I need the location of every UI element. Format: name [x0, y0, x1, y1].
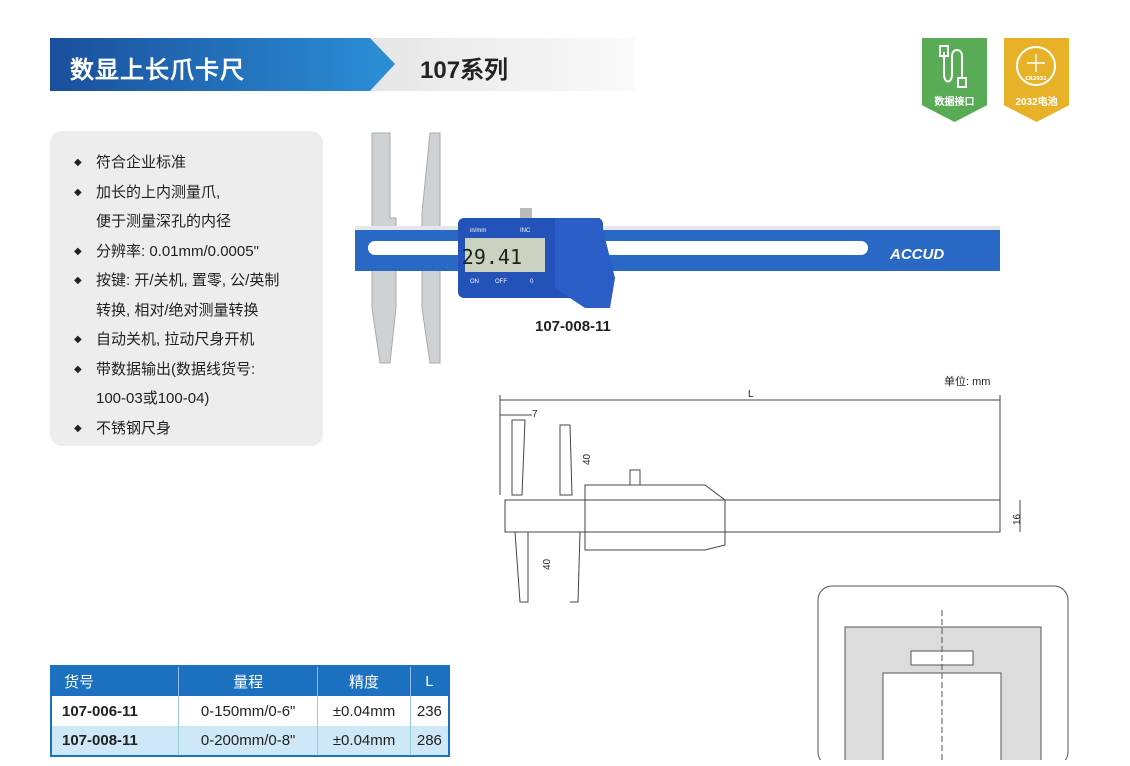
cell: 236 [410, 696, 450, 726]
svg-text:7: 7 [532, 409, 538, 420]
cell: 107-006-11 [51, 696, 179, 726]
svg-text:ACCUD: ACCUD [889, 246, 944, 263]
svg-text:ON: ON [470, 279, 479, 285]
col-header: L [410, 666, 450, 696]
cell: ±0.04mm [317, 726, 411, 756]
battery-badge: CR2032 2032电池 [1004, 38, 1069, 122]
col-header: 精度 [317, 666, 411, 696]
feature-item: 100-03或100-04) [96, 390, 210, 407]
svg-text:in/mm: in/mm [470, 228, 486, 234]
feature-list: 符合企业标准 加长的上内测量爪, 便于测量深孔的内径 分辨率: 0.01mm/0… [50, 131, 323, 446]
feature-item: 不锈钢尺身 [74, 414, 323, 444]
caliper-photo: 29.41 in/mm INC ON OFF 0 ACCUD mm [355, 132, 1000, 364]
feature-item: 带数据输出(数据线货号: [74, 355, 323, 385]
cable-icon [939, 45, 967, 88]
feature-item: 分辨率: 0.01mm/0.0005" [74, 237, 323, 267]
cell: ±0.04mm [317, 696, 411, 726]
svg-text:INC: INC [520, 228, 531, 234]
dimension-drawing: L 7 40 40 16 [499, 389, 1023, 603]
cell: 0-150mm/0-6" [178, 696, 319, 726]
page-title: 数显上长爪卡尺 [70, 57, 245, 84]
svg-text:16: 16 [1012, 513, 1023, 525]
badge-label: 数据接口 [934, 97, 975, 108]
cell: 286 [410, 726, 450, 756]
feature-item: 加长的上内测量爪, [74, 178, 323, 208]
svg-text:OFF: OFF [495, 279, 507, 285]
svg-text:L: L [748, 389, 754, 400]
feature-item: 按键: 开/关机, 置零, 公/英制 [74, 266, 323, 296]
inner-measure-diagram [817, 585, 1069, 760]
svg-text:40: 40 [542, 558, 553, 570]
cell: 107-008-11 [51, 726, 179, 756]
badge-label: 2032电池 [1015, 97, 1058, 108]
feature-item: 转换, 相对/绝对测量转换 [96, 301, 259, 319]
col-header: 量程 [178, 666, 319, 696]
svg-text:mm: mm [850, 244, 858, 250]
cell: 0-200mm/0-8" [178, 726, 319, 756]
series-title: 107系列 [420, 57, 509, 84]
feature-item: 便于测量深孔的内径 [96, 213, 232, 230]
data-port-badge: 数据接口 [922, 38, 987, 122]
feature-item: 符合企业标准 [74, 148, 323, 178]
svg-text:0: 0 [530, 279, 534, 285]
feature-item: 自动关机, 拉动尺身开机 [74, 325, 323, 355]
unit-label: 单位: mm [944, 376, 991, 388]
header-banner: 数显上长爪卡尺 107系列 [50, 38, 635, 91]
svg-text:29.41: 29.41 [462, 245, 522, 269]
product-model: 107-008-11 [535, 318, 611, 335]
coin-battery-icon: CR2032 [1016, 46, 1056, 86]
col-header: 货号 [51, 666, 179, 696]
svg-text:CR2032: CR2032 [1025, 76, 1047, 82]
svg-text:40: 40 [582, 453, 593, 465]
